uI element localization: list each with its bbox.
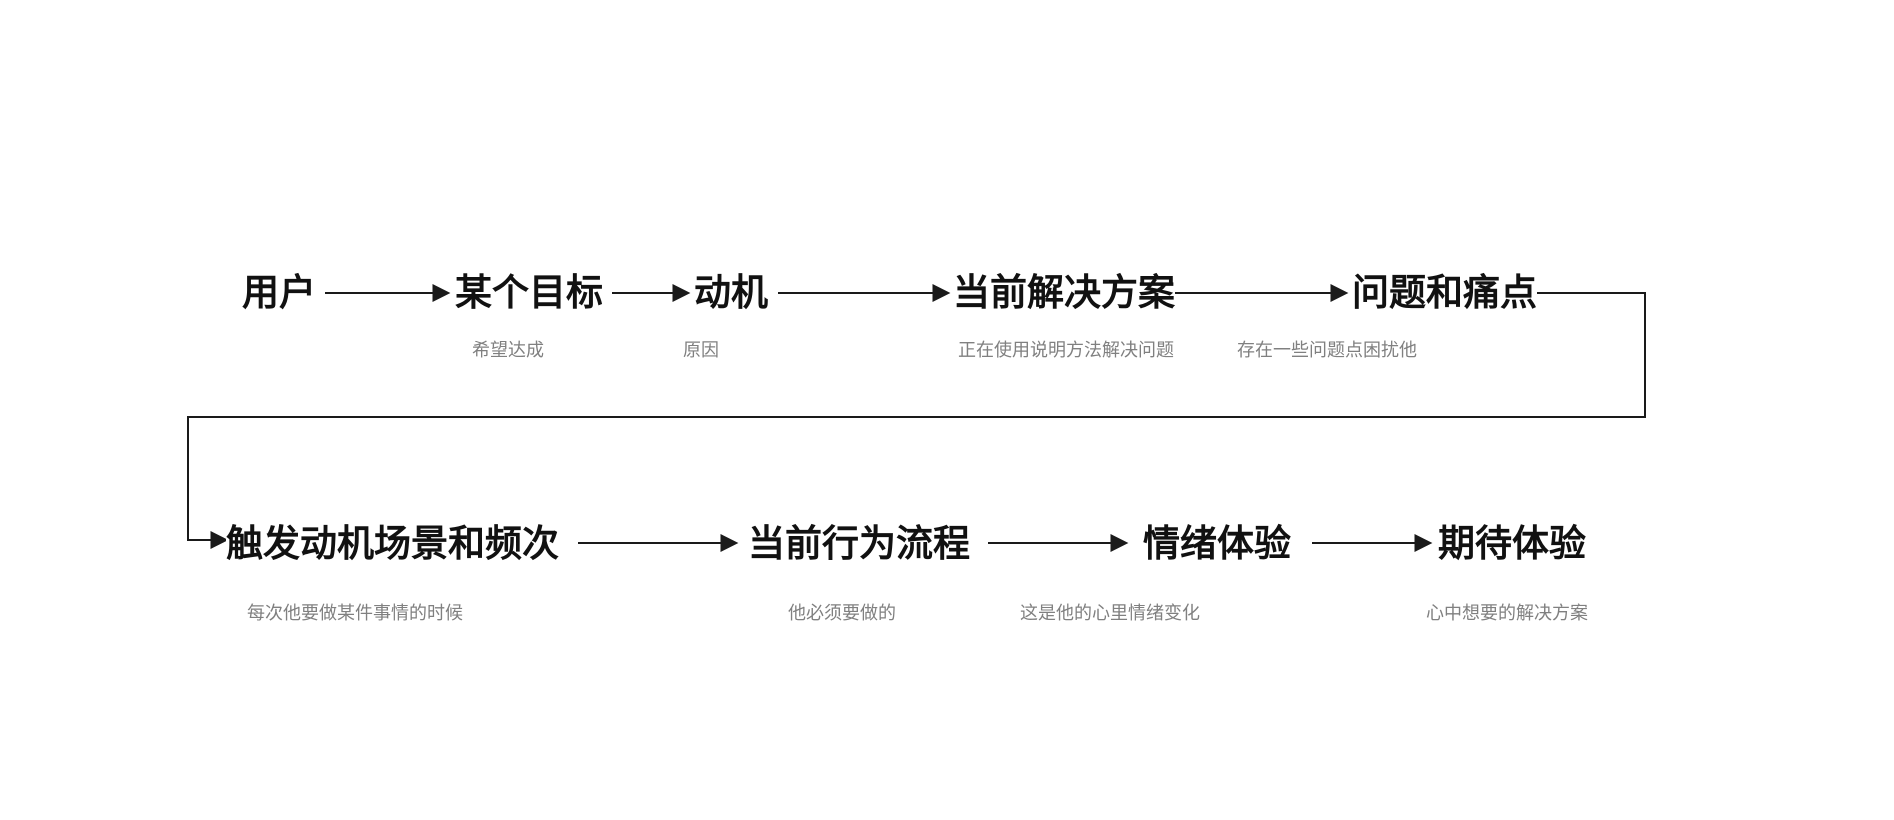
subtitle-goal: 希望达成 bbox=[472, 337, 544, 363]
node-expected-experience: 期待体验 bbox=[1438, 523, 1586, 565]
node-trigger-scene-frequency: 触发动机场景和频次 bbox=[226, 523, 559, 565]
subtitle-emotional-experience: 这是他的心里情绪变化 bbox=[1020, 600, 1200, 626]
node-current-behavior-flow: 当前行为流程 bbox=[748, 523, 970, 565]
subtitle-expected-experience: 心中想要的解决方案 bbox=[1426, 600, 1588, 626]
subtitle-current-behavior-flow: 他必须要做的 bbox=[788, 600, 896, 626]
connector-painpoints-to-trigger bbox=[187, 292, 1646, 549]
node-motivation: 动机 bbox=[694, 272, 768, 314]
node-user: 用户 bbox=[242, 272, 316, 314]
subtitle-problems-painpoints: 存在一些问题点困扰他 bbox=[1237, 337, 1417, 363]
node-emotional-experience: 情绪体验 bbox=[1143, 523, 1291, 565]
node-goal: 某个目标 bbox=[455, 272, 603, 314]
node-problems-painpoints: 问题和痛点 bbox=[1352, 272, 1537, 314]
subtitle-motivation: 原因 bbox=[683, 337, 719, 363]
subtitle-current-solution: 正在使用说明方法解决问题 bbox=[958, 337, 1174, 363]
subtitle-trigger-scene-frequency: 每次他要做某件事情的时候 bbox=[247, 600, 463, 626]
node-current-solution: 当前解决方案 bbox=[953, 272, 1175, 314]
